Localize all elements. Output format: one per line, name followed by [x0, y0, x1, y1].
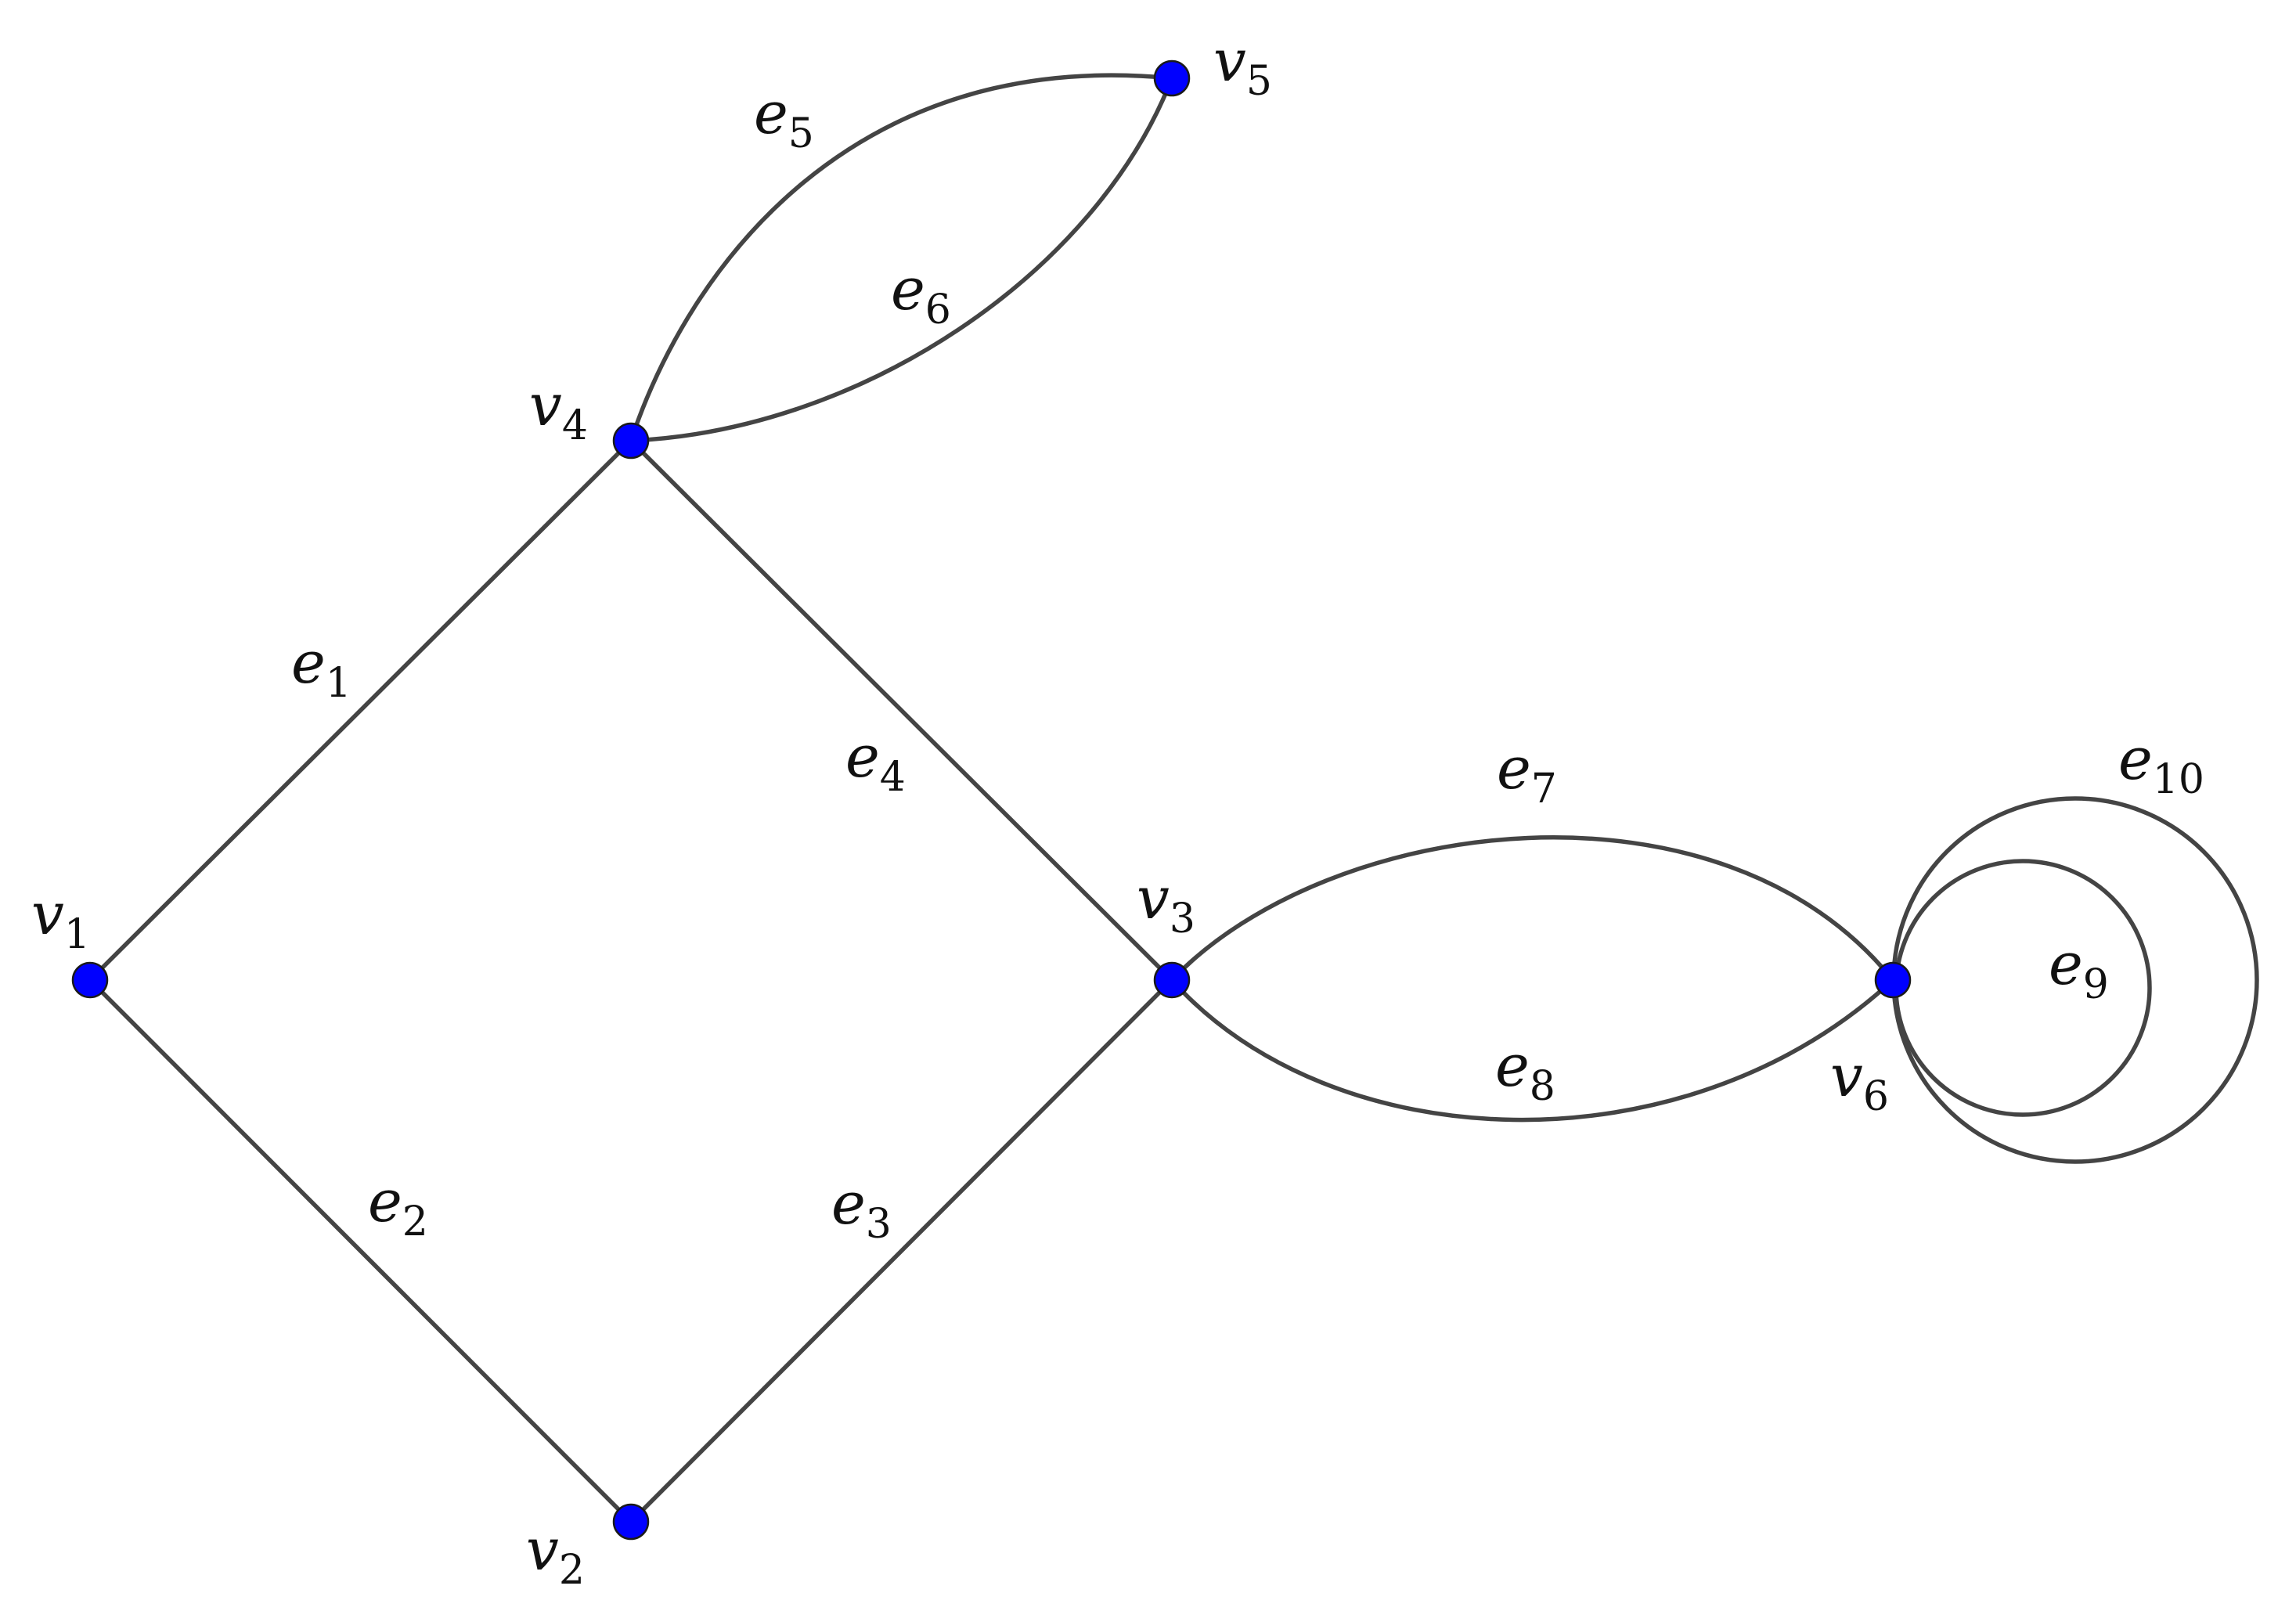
edge-e7: [1170, 835, 1895, 982]
edge-e9: [1894, 859, 2152, 1117]
label-e3: e3: [831, 1170, 892, 1248]
label-e4: e4: [845, 723, 906, 801]
edge-e6: [630, 77, 1174, 443]
label-e1: e1: [291, 629, 351, 707]
label-v1: v1: [31, 881, 90, 958]
label-v5: v5: [1213, 27, 1272, 105]
label-e5: e5: [754, 80, 814, 157]
label-e2: e2: [368, 1168, 428, 1245]
edge-e4: [629, 439, 1173, 982]
vertex-v1: [71, 961, 109, 999]
label-e7: e7: [1497, 735, 1557, 813]
label-v4: v4: [529, 372, 588, 449]
label-e9: e9: [2049, 931, 2109, 1008]
label-v2: v2: [526, 1516, 585, 1594]
edge-e2: [88, 978, 633, 1523]
label-v3: v3: [1137, 865, 1195, 942]
vertex-labels: v1 v2 v3 v4 v5 v6: [31, 27, 1889, 1594]
edge-e5: [629, 73, 1173, 441]
vertex-v6: [1874, 961, 1912, 999]
label-e6: e6: [891, 256, 951, 333]
vertex-v3: [1153, 961, 1191, 999]
vertices: [71, 59, 1912, 1541]
vertex-v5: [1153, 59, 1191, 97]
label-e10: e10: [2118, 726, 2204, 803]
edge-e1: [88, 439, 633, 982]
label-v6: v6: [1830, 1043, 1889, 1120]
label-e8: e8: [1495, 1033, 1555, 1110]
edge-e3: [629, 978, 1173, 1523]
vertex-v2: [612, 1503, 650, 1541]
vertex-v4: [612, 422, 650, 460]
edge-labels: e1 e2 e3 e4 e5 e6 e7 e8 e9 e10: [291, 80, 2204, 1248]
edges: [88, 73, 2259, 1523]
edge-e8: [1170, 978, 1894, 1123]
